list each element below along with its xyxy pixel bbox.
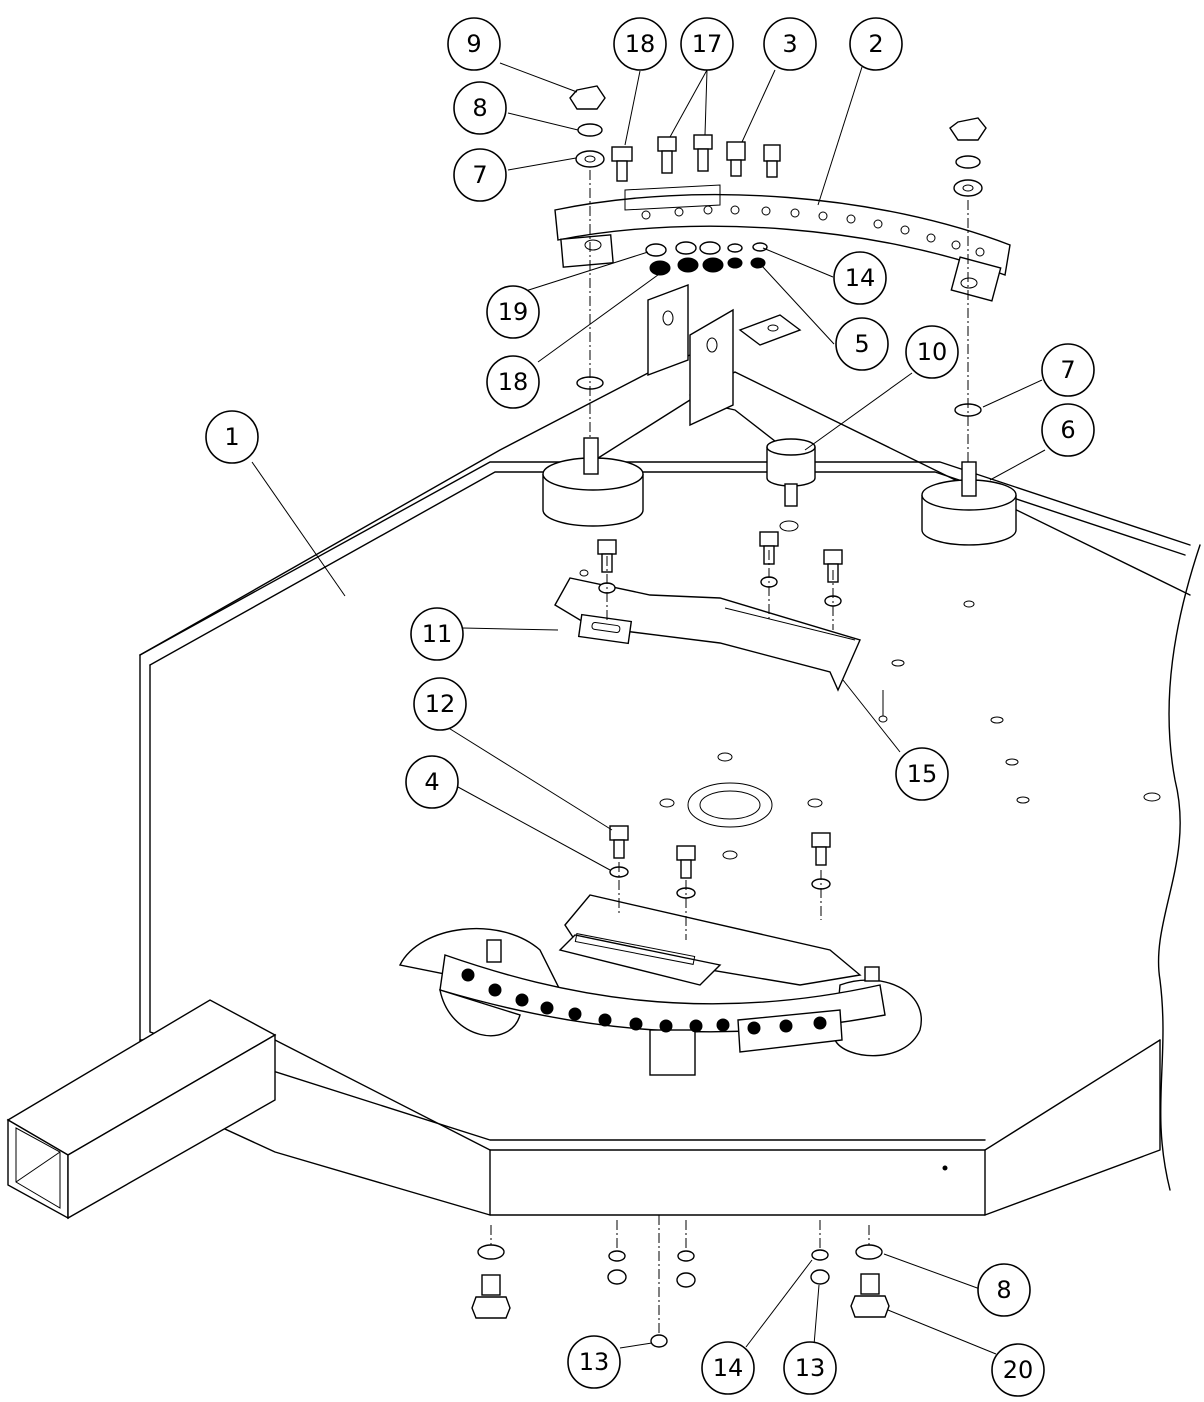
callout-8-bottom: 8 [977, 1263, 1031, 1317]
callout-6: 6 [1041, 403, 1095, 457]
callout-18-top: 18 [613, 17, 667, 71]
frame-bars [139, 283, 1191, 656]
svg-text:7: 7 [1060, 356, 1075, 384]
svg-text:18: 18 [625, 30, 656, 58]
base-plate [139, 461, 1201, 1216]
svg-text:18: 18 [498, 368, 529, 396]
top-hardware [569, 85, 987, 417]
middle-bracket [554, 531, 861, 692]
svg-text:10: 10 [917, 338, 948, 366]
callout-9-top: 9 [447, 17, 501, 71]
callout-10: 10 [905, 325, 959, 379]
callout-11: 11 [410, 607, 464, 661]
lower-bracket-assembly [398, 825, 922, 1076]
callout-3: 3 [763, 17, 817, 71]
svg-text:14: 14 [845, 264, 876, 292]
svg-text:20: 20 [1003, 1356, 1034, 1384]
svg-text:11: 11 [422, 620, 453, 648]
callout-13-left: 13 [567, 1335, 621, 1389]
svg-text:19: 19 [498, 298, 529, 326]
callout-14-top: 14 [833, 251, 887, 305]
square-tube-leg [6, 999, 277, 1220]
callout-13-right: 13 [783, 1341, 837, 1395]
svg-text:13: 13 [579, 1348, 610, 1376]
curved-bracket [554, 184, 1011, 302]
svg-text:13: 13 [795, 1354, 826, 1382]
callout-12: 12 [413, 677, 467, 731]
svg-text:17: 17 [692, 30, 723, 58]
callout-17: 17 [680, 17, 734, 71]
svg-text:4: 4 [424, 768, 439, 796]
rubber-mounts [542, 437, 1017, 608]
callout-7-left: 7 [453, 148, 507, 202]
callout-14-bottom: 14 [701, 1341, 755, 1395]
svg-text:14: 14 [713, 1354, 744, 1382]
callout-20: 20 [991, 1343, 1045, 1397]
axis-lines [490, 170, 969, 1335]
svg-text:12: 12 [425, 690, 456, 718]
svg-text:9: 9 [466, 30, 481, 58]
callout-18-mid: 18 [486, 355, 540, 409]
bottom-hardware [471, 1244, 890, 1348]
callout-4: 4 [405, 755, 459, 809]
svg-text:8: 8 [996, 1276, 1011, 1304]
svg-text:5: 5 [854, 330, 869, 358]
callout-2: 2 [849, 17, 903, 71]
callout-1: 1 [205, 410, 259, 464]
svg-text:2: 2 [868, 30, 883, 58]
svg-text:7: 7 [472, 161, 487, 189]
svg-text:3: 3 [782, 30, 797, 58]
svg-text:1: 1 [224, 423, 239, 451]
callout-7-right: 7 [1041, 343, 1095, 397]
callout-19: 19 [486, 285, 540, 339]
svg-text:6: 6 [1060, 416, 1075, 444]
svg-text:8: 8 [472, 94, 487, 122]
callout-8-top: 8 [453, 81, 507, 135]
callout-15: 15 [895, 747, 949, 801]
callout-5: 5 [835, 317, 889, 371]
svg-text:15: 15 [907, 760, 938, 788]
leader-lines [251, 62, 1046, 1355]
